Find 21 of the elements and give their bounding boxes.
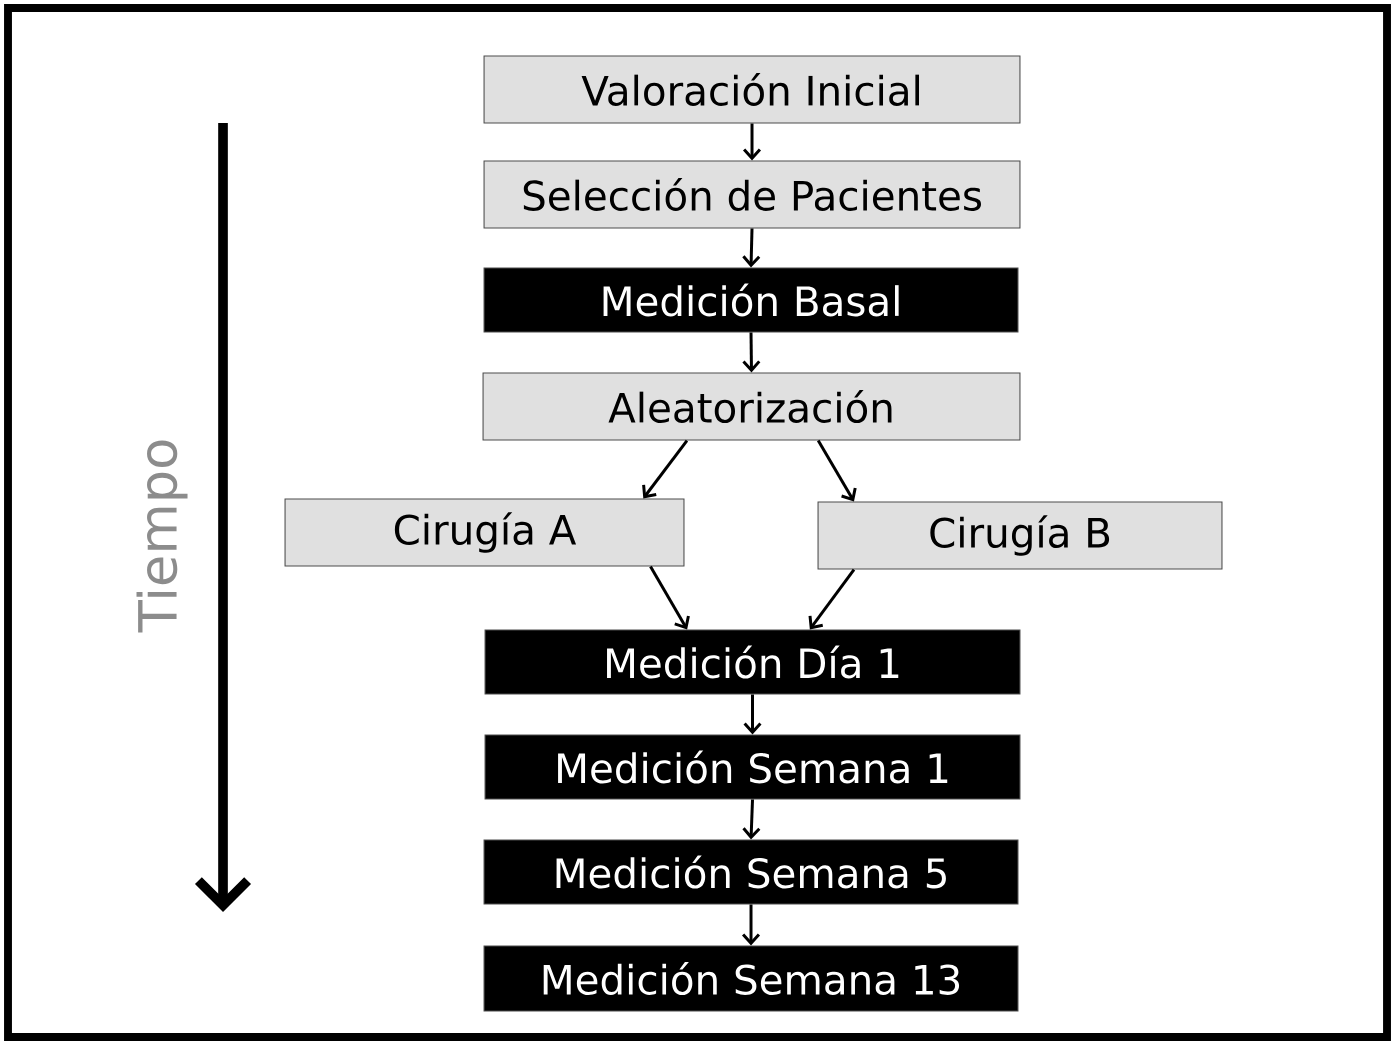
process-box: Aleatorización: [482, 372, 1021, 441]
measurement-box: Medición Semana 1: [484, 734, 1021, 800]
measurement-box: Medición Basal: [483, 267, 1019, 333]
arrow: [649, 565, 690, 630]
process-box: Cirugía B: [817, 501, 1223, 570]
measurement-box: Medición Semana 5: [483, 839, 1019, 905]
process-box: Selección de Pacientes: [483, 160, 1021, 229]
arrow: [743, 694, 762, 735]
process-box: Valoración Inicial: [483, 55, 1021, 124]
arrow: [743, 123, 762, 161]
measurement-box: Medición Día 1: [484, 629, 1021, 695]
arrow: [742, 799, 761, 840]
process-box: Cirugía A: [284, 498, 685, 567]
arrow: [642, 439, 689, 499]
axis-label: Tiempo: [136, 440, 188, 633]
arrow: [742, 332, 761, 373]
arrow: [808, 568, 856, 630]
arrow: [742, 228, 761, 268]
arrow: [742, 904, 761, 946]
arrow: [816, 439, 857, 502]
measurement-box: Medición Semana 13: [483, 945, 1019, 1012]
